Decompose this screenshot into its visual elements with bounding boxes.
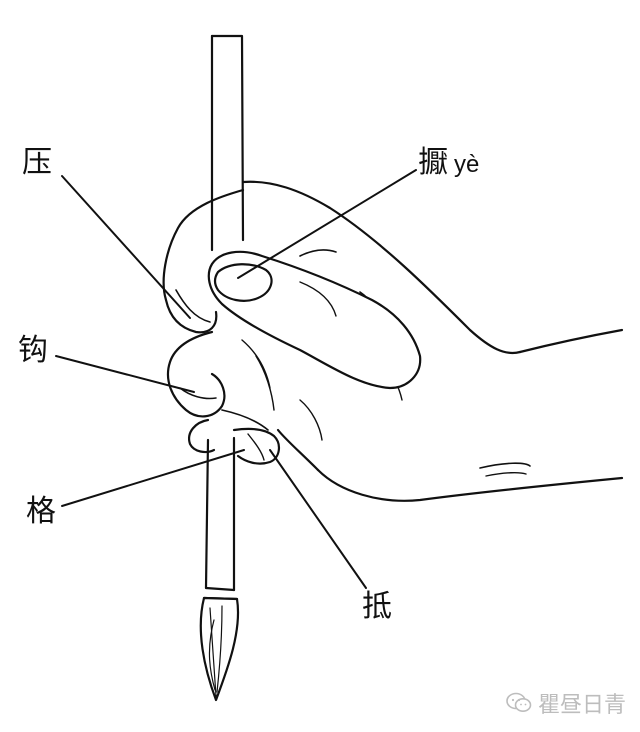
label-ge-text: 格 [26,494,56,529]
watermark: 瞿昼日青 [506,687,626,719]
label-ya-text: 压 [22,145,52,180]
leader-lines [55,169,417,589]
hand [162,180,624,502]
watermark-text: 瞿昼日青 [538,693,627,718]
wechat-icon [506,692,532,712]
label-di-text: 抵 [362,589,392,624]
brush-tip [199,596,240,702]
label-ye-pinyin: yè [454,151,480,178]
leader-ge [61,449,245,507]
label-di: 抵 [362,592,392,622]
label-ye-text: 擫 [418,145,448,180]
leader-di [269,449,367,589]
label-ge: 格 [26,497,56,527]
brush [199,34,245,702]
label-gou: 钩 [18,336,48,366]
label-gou-text: 钩 [18,333,48,368]
leader-ya [61,175,191,319]
label-ya: 压 [22,148,52,178]
leader-gou [55,355,195,393]
leader-ye [237,169,417,279]
